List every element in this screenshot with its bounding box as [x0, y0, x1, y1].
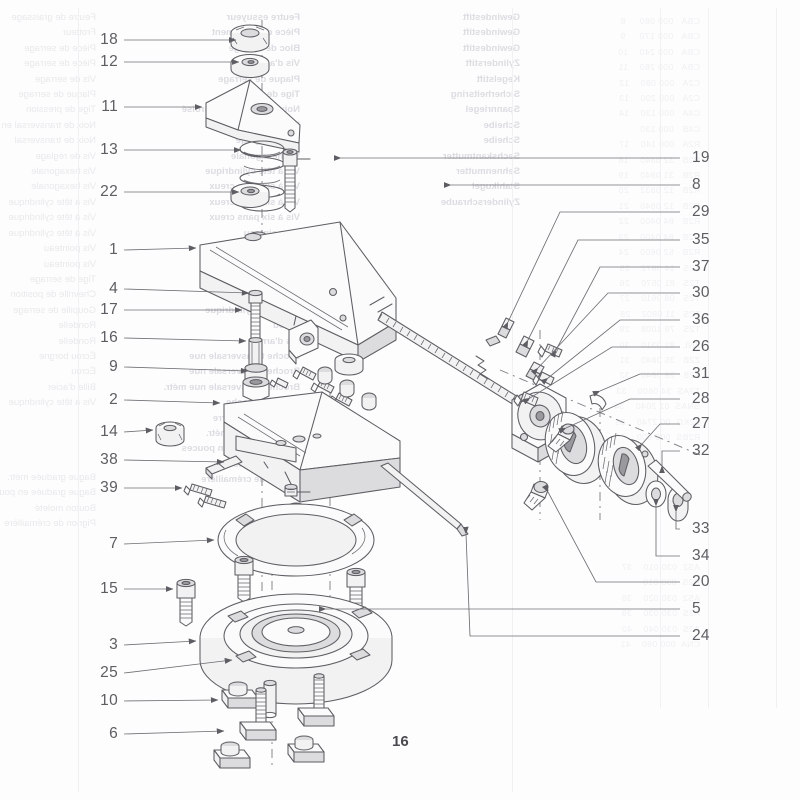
- grub-screw-a: [292, 366, 317, 381]
- part-12-washer: [230, 53, 270, 78]
- part-10-tnut-left: [221, 681, 259, 709]
- callout-number-17: 17: [100, 301, 118, 318]
- callout-number-37: 37: [692, 258, 710, 275]
- part-5-socket-screw-lower: [523, 480, 549, 511]
- callout-number-20: 20: [692, 573, 710, 590]
- part-24-long-rod: [380, 462, 469, 537]
- callout-number-14: 14: [100, 423, 118, 440]
- callout-number-11: 11: [101, 98, 118, 115]
- part-6-tbolt-left: [239, 687, 277, 741]
- callout-number-36: 36: [692, 311, 710, 328]
- callout-number-27: 27: [692, 415, 710, 432]
- page-number: 16: [392, 733, 409, 750]
- hex-nut-mid: [334, 353, 364, 376]
- callout-number-18: 18: [100, 31, 118, 48]
- part-7-gasket-plate: [217, 503, 375, 577]
- callout-number-13: 13: [100, 141, 118, 158]
- callout-number-10: 10: [100, 692, 118, 709]
- callout-number-31: 31: [692, 365, 710, 382]
- callout-number-4: 4: [109, 280, 118, 297]
- callout-number-33: 33: [692, 520, 710, 537]
- part-35-pin: [515, 335, 535, 358]
- callout-number-19: 19: [692, 149, 710, 166]
- part-20-knurled-dial-rear: [544, 410, 608, 484]
- callout-number-32: 32: [692, 442, 710, 459]
- part-25-dowel-pin: [263, 679, 277, 719]
- spring-left-small: [475, 335, 501, 380]
- callout-number-39: 39: [100, 479, 118, 496]
- part-3-swivel-base: [199, 593, 393, 705]
- part-26-screw-left: [513, 391, 539, 407]
- callout-number-30: 30: [692, 284, 710, 301]
- grub-screw-d: [269, 377, 289, 389]
- part-17-screw-shank: [248, 337, 263, 369]
- part-34-washer-small: [645, 480, 667, 508]
- callout-number-1: 1: [109, 241, 118, 258]
- socket-nut-c: [361, 392, 377, 411]
- part-6-tbolt-right: [297, 673, 335, 727]
- callout-number-7: 7: [109, 535, 118, 552]
- callout-number-9: 9: [109, 358, 118, 375]
- set-screw-2: [197, 495, 227, 509]
- fastener-cluster: [269, 366, 377, 411]
- part-14-hex-nut: [155, 421, 185, 447]
- callout-number-15: 15: [100, 580, 118, 597]
- callout-number-2: 2: [109, 391, 118, 408]
- part-11-clamp-bracket: [205, 79, 301, 153]
- callout-number-25: 25: [100, 664, 118, 681]
- part-29-dowel: [497, 317, 515, 339]
- callout-number-8: 8: [692, 176, 701, 193]
- leader-lines-left: [123, 37, 250, 735]
- part-9-adjuster-block: [242, 376, 270, 403]
- part-31-retaining-clip: [589, 394, 607, 411]
- callout-number-5: 5: [692, 600, 701, 617]
- callout-number-12: 12: [100, 53, 118, 70]
- part-18-hex-nut: [230, 24, 270, 53]
- callout-number-35: 35: [692, 231, 710, 248]
- part-6-tnut-bottom-right: [287, 735, 325, 763]
- set-screw-1: [183, 483, 213, 497]
- part-39-set-screws: [183, 483, 227, 509]
- callout-number-34: 34: [692, 547, 710, 564]
- callout-number-24: 24: [692, 627, 710, 644]
- part-27-knurled-dial-front: [597, 432, 659, 505]
- callout-number-22: 22: [100, 183, 118, 200]
- part-22-thrust-washer: [230, 182, 270, 208]
- part-38-gib-strip: [205, 455, 243, 480]
- part-23-oiler-nipple: [284, 483, 311, 497]
- callout-number-16: 16: [100, 329, 118, 346]
- callout-number-6: 6: [109, 725, 118, 742]
- socket-screw-left: [176, 578, 196, 627]
- callout-number-28: 28: [692, 390, 710, 407]
- socket-screw-mid: [234, 555, 254, 603]
- part-4-adjusting-screw: [248, 289, 263, 341]
- part-19-socket-head-screw: [282, 148, 311, 213]
- callout-number-3: 3: [109, 636, 118, 653]
- callout-number-26: 26: [692, 338, 710, 355]
- leader-lines-right: [318, 155, 680, 637]
- callout-number-38: 38: [100, 451, 118, 468]
- callout-number-29: 29: [692, 203, 710, 220]
- socket-nut-b: [339, 379, 355, 398]
- part-2-carriage-body: [223, 391, 401, 503]
- part-32-taper-pin: [647, 459, 692, 502]
- oiler-fitting-upper: [288, 315, 319, 365]
- socket-nut-a: [317, 366, 333, 385]
- part-6-tnut-bottom-left: [213, 741, 251, 769]
